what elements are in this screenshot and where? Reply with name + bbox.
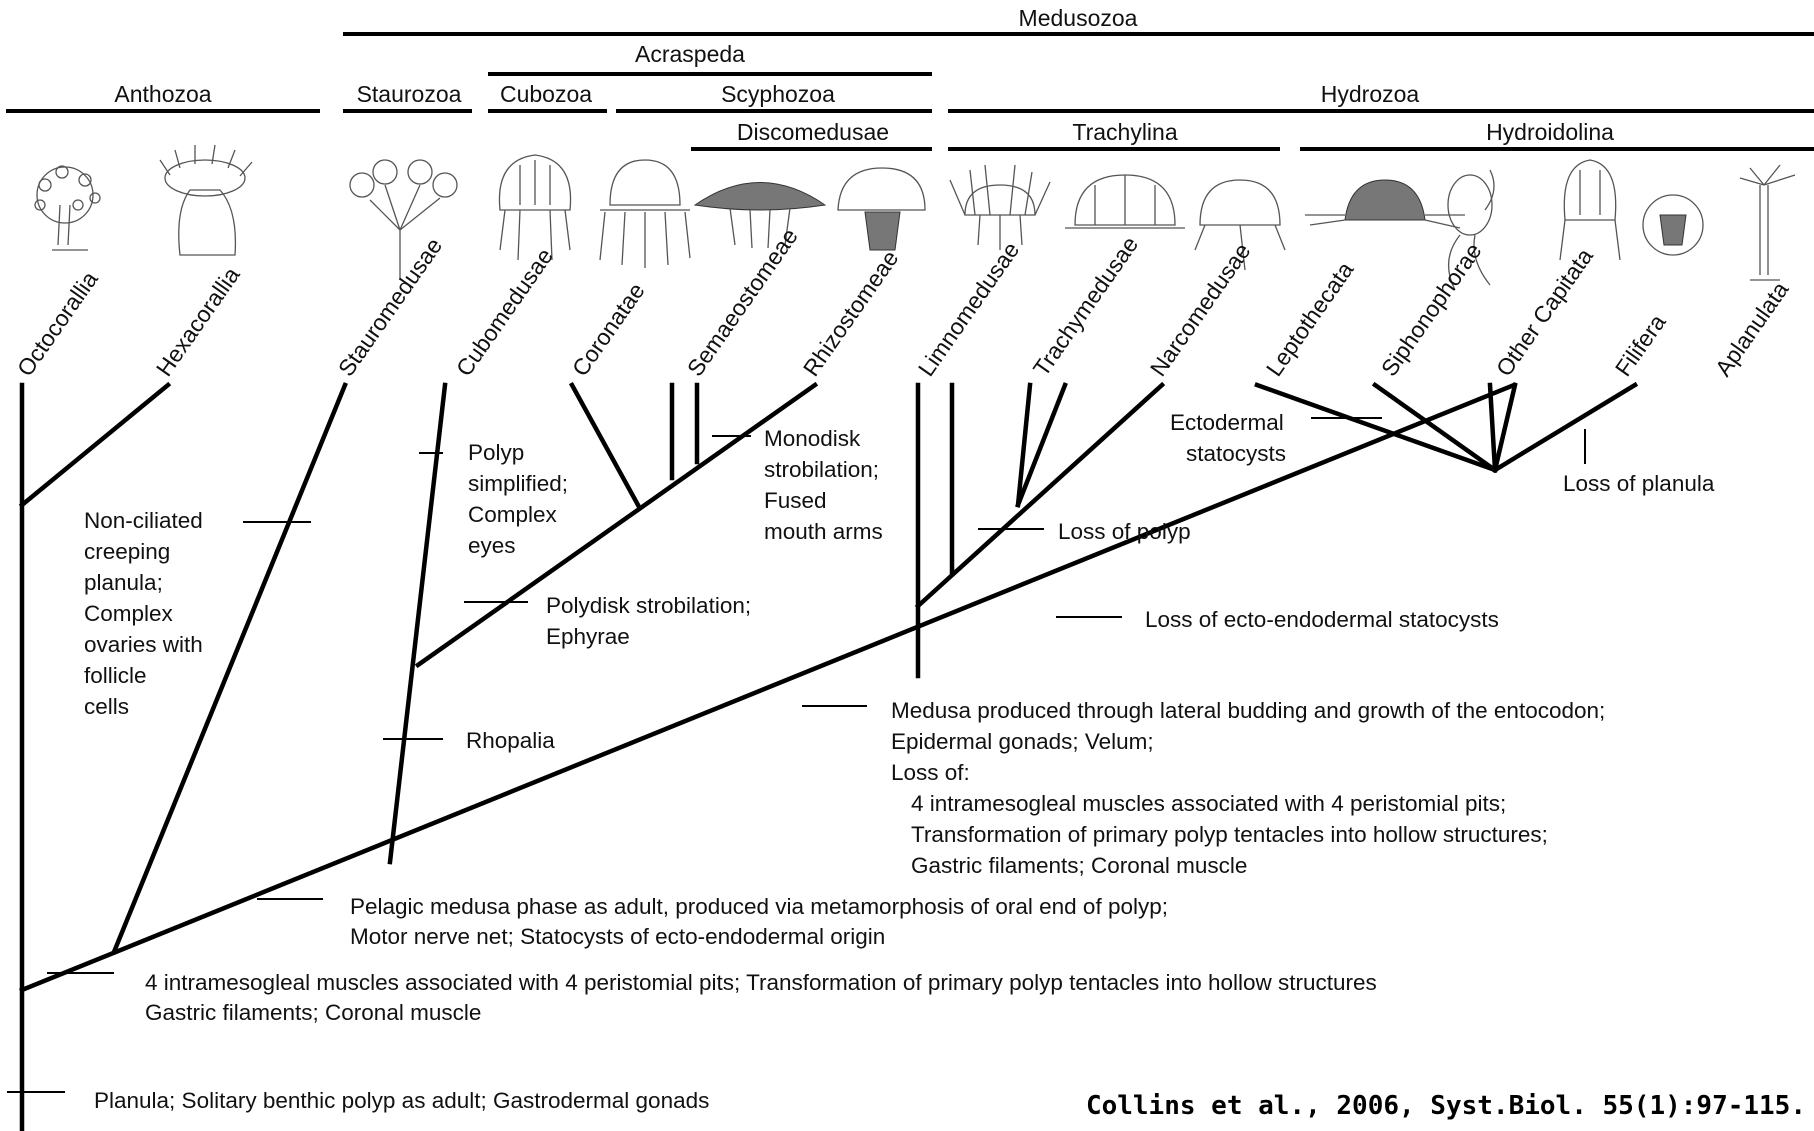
taxon-limnomedusae: Limnomedusae (913, 237, 1025, 381)
aplanulata-illustration (1739, 164, 1796, 281)
branch-leptothecata (1254, 382, 1498, 473)
staurozoa-label: Staurozoa (357, 81, 462, 107)
narcomedusae-illustration (1194, 179, 1286, 271)
taxon-filifera: Filifera (1610, 309, 1671, 381)
hydrozoa-label: Hydrozoa (1321, 81, 1420, 107)
character-annotations: Planula; Solitary benthic polyp as adult… (84, 410, 1715, 1113)
char-ectodermal-line1: Ectodermal (1170, 410, 1284, 435)
char-hydrozoa-line5: Transformation of primary polyp tentacle… (911, 822, 1548, 847)
branch-cubomedusae (387, 382, 448, 865)
char-anthozoa-line7: cells (84, 694, 129, 719)
char-polydisk-line1: Polydisk strobilation; (546, 593, 751, 618)
discomedusae-label: Discomedusae (737, 119, 889, 145)
taxon-labels: Octocorallia Hexacorallia Stauromedusae … (12, 224, 1794, 381)
char-polyp-loss: Loss of polyp (1058, 519, 1191, 544)
char-monodisk-line3: Fused (764, 488, 827, 513)
hexacorallia-illustration (159, 144, 253, 256)
char-hydrozoa-line4: 4 intramesogleal muscles associated with… (911, 791, 1506, 816)
branch-other-capitata-b (1492, 382, 1518, 473)
anthozoa-label: Anthozoa (114, 81, 211, 107)
taxon-siphonophorae: Siphonophorae (1376, 238, 1487, 381)
cubomedusae-illustration (498, 154, 572, 261)
character-ticks (7, 417, 1586, 1093)
hydroidolina-label: Hydroidolina (1486, 119, 1614, 145)
branch-hexacorallia (18, 381, 172, 509)
char-cubo-line2: simplified; (468, 471, 568, 496)
char-hydrozoa-line1: Medusa produced through lateral budding … (891, 698, 1605, 723)
taxon-semaeostomeae: Semaeostomeae (682, 224, 803, 381)
citation: Collins et al., 2006, Syst.Biol. 55(1):9… (1086, 1091, 1806, 1121)
char-intramesogleal-line2: Gastric filaments; Coronal muscle (145, 1000, 481, 1025)
char-anthozoa-line3: planula; (84, 570, 163, 595)
branch-trachymedusae-a (1015, 382, 1033, 508)
char-monodisk-line2: strobilation; (764, 457, 879, 482)
rhizostomeae-illustration (837, 167, 926, 251)
taxon-stauromedusae: Stauromedusae (333, 233, 447, 381)
taxon-rhizostomeae: Rhizostomeae (798, 246, 904, 381)
branch-coronatae (568, 381, 642, 509)
acraspeda-label: Acraspeda (635, 41, 745, 67)
branch-stauromedusae (111, 382, 348, 955)
taxon-aplanulata: Aplanulata (1710, 277, 1794, 381)
scyphozoa-label: Scyphozoa (721, 81, 835, 107)
coronatae-illustration (599, 159, 691, 268)
char-pelagic-line2: Motor nerve net; Statocysts of ecto-endo… (350, 924, 885, 949)
cubozoa-label: Cubozoa (500, 81, 592, 107)
char-monodisk-line1: Monodisk (764, 426, 861, 451)
taxon-hexacorallia: Hexacorallia (151, 262, 245, 381)
char-cubo-line3: Complex (468, 502, 558, 527)
branch-siphonophorae (1371, 381, 1499, 474)
char-planula-loss: Loss of planula (1563, 471, 1715, 496)
siphonophorae-illustration (1447, 169, 1495, 291)
trachymedusae-illustration (1065, 174, 1185, 229)
taxon-cubomedusae: Cubomedusae (451, 243, 558, 380)
char-anthozoa-line6: follicle (84, 663, 147, 688)
char-anthozoa-line5: ovaries with (84, 632, 203, 657)
other-capitata-illustration (1559, 159, 1621, 261)
taxon-trachymedusae: Trachymedusae (1028, 232, 1143, 381)
taxon-other-capitata: Other Capitata (1491, 243, 1598, 381)
char-rhopalia: Rhopalia (466, 728, 555, 753)
semaeostomeae-illustration (693, 182, 827, 249)
char-intramesogleal-line1: 4 intramesogleal muscles associated with… (145, 970, 1377, 995)
leptothecata-illustration (1305, 179, 1465, 229)
octocorallia-illustration (34, 165, 101, 251)
stauromedusae-illustration (349, 159, 458, 280)
char-anthozoa-line4: Complex (84, 601, 174, 626)
filifera-illustration (1642, 194, 1704, 256)
trachylina-label: Trachylina (1072, 119, 1177, 145)
branch-scyphozoa (414, 381, 819, 669)
char-planula: Planula; Solitary benthic polyp as adult… (94, 1088, 709, 1113)
tree-branches (18, 381, 1639, 1131)
branch-trachymedusae-b (1015, 382, 1068, 508)
branch-other-capitata-a (1487, 382, 1498, 473)
limnomedusae-illustration (949, 164, 1051, 250)
branch-medusozoa-spine (19, 382, 1517, 993)
char-hydrozoa-line6: Gastric filaments; Coronal muscle (911, 853, 1247, 878)
branch-trachylina (914, 381, 1166, 610)
char-hydrozoa-line2: Epidermal gonads; Velum; (891, 729, 1154, 754)
organism-illustrations (34, 144, 1796, 291)
char-anthozoa-line2: creeping (84, 539, 170, 564)
char-cubo-line4: eyes (468, 533, 516, 558)
char-polydisk-line2: Ephyrae (546, 624, 630, 649)
taxon-leptothecata: Leptothecata (1261, 257, 1359, 381)
taxon-octocorallia: Octocorallia (12, 266, 103, 381)
char-pelagic-line1: Pelagic medusa phase as adult, produced … (350, 894, 1168, 919)
char-cubo-line1: Polyp (468, 440, 524, 465)
medusozoa-label: Medusozoa (1019, 5, 1138, 31)
char-ectodermal-line2: statocysts (1186, 441, 1286, 466)
branch-filifera (1491, 381, 1639, 474)
taxon-narcomedusae: Narcomedusae (1145, 238, 1256, 381)
char-monodisk-line4: mouth arms (764, 519, 883, 544)
char-anthozoa-line1: Non-ciliated (84, 508, 203, 533)
taxon-coronatae: Coronatae (567, 278, 650, 381)
char-statocysts-loss: Loss of ecto-endodermal statocysts (1145, 607, 1499, 632)
group-headers: Medusozoa Acraspeda Anthozoa Staurozoa C… (6, 5, 1814, 151)
char-hydrozoa-line3: Loss of: (891, 760, 970, 785)
